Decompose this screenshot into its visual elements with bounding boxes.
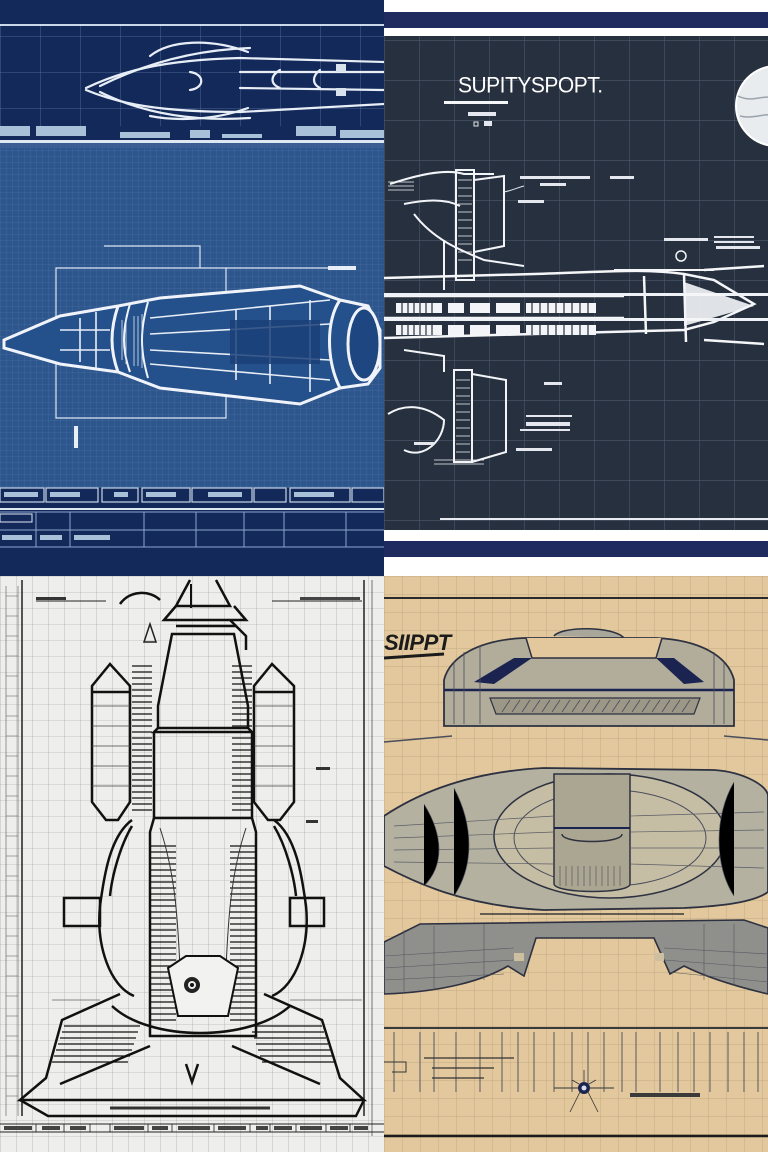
cross-section-drawing (384, 0, 768, 576)
annotation-mark (316, 767, 330, 770)
blueprint-title: SIIPPT (384, 630, 451, 655)
saucer-elevation-drawing (384, 576, 768, 1152)
spaceship-blueprint-drawing (0, 0, 384, 576)
eye-emblem (569, 1070, 599, 1113)
blueprint-panel-bottom-right: SIIPPT (384, 576, 768, 1152)
blueprint-panel-top-left (0, 0, 384, 576)
rocket-elevation-drawing (0, 576, 384, 1152)
blueprint-panel-bottom-left (0, 576, 384, 1152)
blueprint-title: SUPITYSPOPT. (458, 73, 603, 98)
blueprint-panel-top-right: SUPITYSPOPT. (384, 0, 768, 576)
